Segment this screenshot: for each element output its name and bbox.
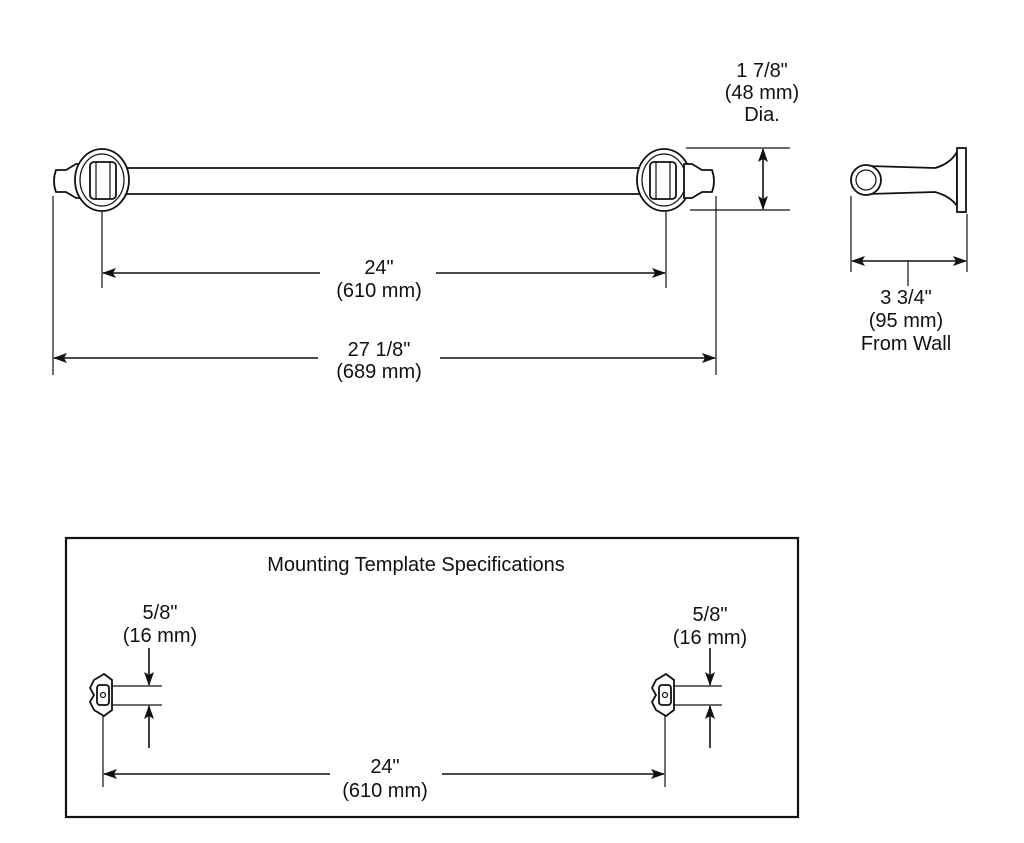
inner-span-imperial: 24": [364, 257, 393, 279]
overall-length-imperial: 27 1/8": [348, 339, 411, 361]
diameter-note: Dia.: [744, 104, 780, 126]
right-bracket-metric: (16 mm): [673, 627, 747, 649]
mounting-template-panel: Mounting Template Specifications 5/8" (1…: [64, 536, 800, 819]
left-post-flange: [74, 148, 130, 212]
front-view: 24" (610 mm) 27 1/8" (689 mm) 1 7/8" (48…: [52, 60, 799, 383]
left-bracket-metric: (16 mm): [123, 625, 197, 647]
inner-span-metric: (610 mm): [336, 280, 422, 302]
overall-length-metric: (689 mm): [336, 361, 422, 383]
right-bracket-imperial: 5/8": [693, 604, 728, 626]
projection-metric: (95 mm): [869, 310, 943, 332]
bar-section-inner: [855, 169, 877, 191]
side-view: 3 3/4" (95 mm) From Wall: [850, 147, 968, 355]
towel-bar-rod: [117, 167, 641, 195]
left-bracket-imperial: 5/8": [143, 602, 178, 624]
wall-flange-profile: [956, 147, 967, 213]
right-mounting-bracket: [650, 672, 722, 787]
template-title: Mounting Template Specifications: [267, 554, 565, 576]
diameter-imperial: 1 7/8": [736, 60, 788, 82]
bar-section-outer: [850, 164, 882, 196]
template-frame: [64, 536, 800, 819]
left-mounting-bracket: [88, 672, 162, 787]
template-span-metric: (610 mm): [342, 780, 428, 802]
projection-imperial: 3 3/4": [880, 287, 932, 309]
right-post-flange: [636, 148, 692, 212]
right-end-cap: [683, 163, 715, 199]
template-span-imperial: 24": [370, 756, 399, 778]
diameter-metric: (48 mm): [725, 82, 799, 104]
projection-note: From Wall: [861, 333, 951, 355]
